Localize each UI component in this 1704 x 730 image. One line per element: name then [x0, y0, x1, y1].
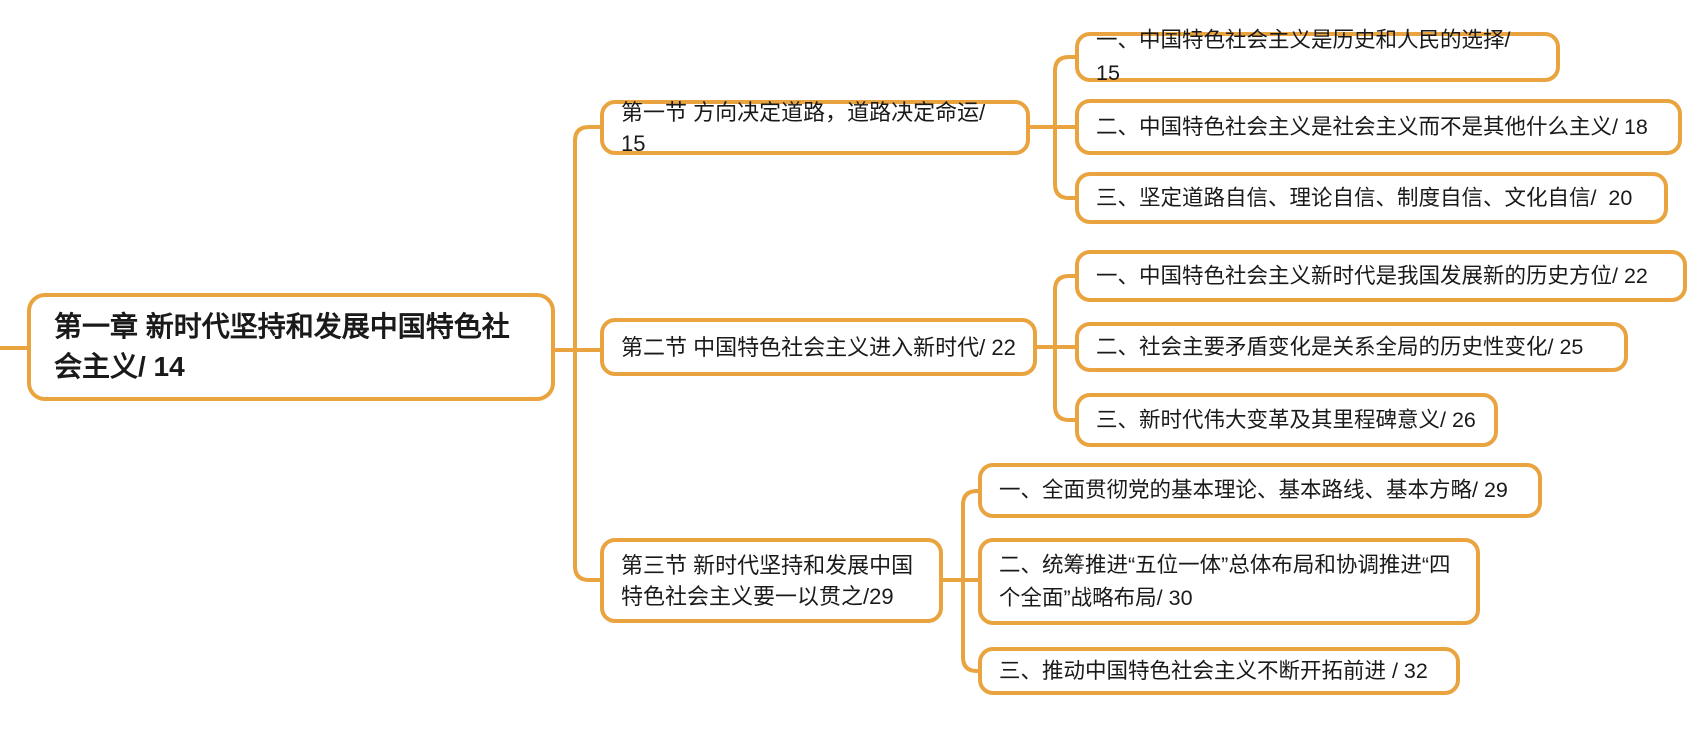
- leaf-node-2-1[interactable]: 一、中国特色社会主义新时代是我国发展新的历史方位/ 22: [1075, 250, 1687, 302]
- section-node-1[interactable]: 第一节 方向决定道路，道路决定命运/ 15: [600, 100, 1030, 156]
- connector-section2-leaves-trunk: [1053, 274, 1079, 422]
- connector-section1-leaves-trunk: [1053, 55, 1079, 200]
- leaf-node-2-3[interactable]: 三、新时代伟大变革及其里程碑意义/ 26: [1075, 393, 1498, 447]
- leaf-node-3-2[interactable]: 二、统筹推进“五位一体”总体布局和协调推进“四个全面”战略布局/ 30: [978, 538, 1480, 625]
- leaf-node-3-1[interactable]: 一、全面贯彻党的基本理论、基本路线、基本方略/ 29: [978, 463, 1542, 518]
- leaf-node-1-2[interactable]: 二、中国特色社会主义是社会主义而不是其他什么主义/ 18: [1075, 99, 1682, 155]
- leaf-node-1-1[interactable]: 一、中国特色社会主义是历史和人民的选择/ 15: [1075, 28, 1560, 85]
- section-node-3[interactable]: 第三节 新时代坚持和发展中国特色社会主义要一以贯之/29: [600, 538, 943, 623]
- leaf-node-1-3[interactable]: 三、坚定道路自信、理论自信、制度自信、文化自信/ 20: [1075, 172, 1668, 224]
- leaf-node-3-3[interactable]: 三、推动中国特色社会主义不断开拓前进 / 32: [978, 647, 1460, 695]
- section-node-2[interactable]: 第二节 中国特色社会主义进入新时代/ 22: [600, 318, 1037, 376]
- root-node-chapter1[interactable]: 第一章 新时代坚持和发展中国特色社会主义/ 14: [27, 293, 555, 401]
- leaf-node-2-2[interactable]: 二、社会主要矛盾变化是关系全局的历史性变化/ 25: [1075, 322, 1628, 372]
- connector-sections-trunk: [573, 125, 604, 582]
